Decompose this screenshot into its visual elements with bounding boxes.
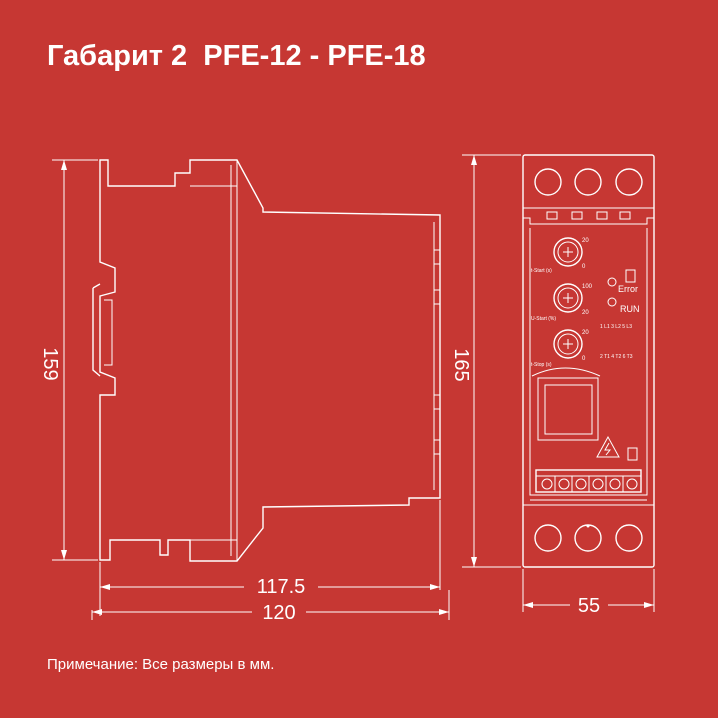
knob3-min-label: 0 — [582, 356, 586, 362]
footnote: Примечание: Все размеры в мм. — [47, 656, 275, 673]
dimension-165-label: 165 — [450, 348, 472, 381]
knob1-min-label: 0 — [582, 264, 586, 270]
error-led-icon — [607, 277, 617, 287]
page-title: Габарит 2 PFE-12 - PFE-18 — [47, 40, 426, 72]
run-led-icon — [607, 297, 617, 307]
front-view: 20 0 100 20 20 0 t-Start (s) U-Start (%)… — [450, 154, 655, 617]
dimension-159-label: 159 — [39, 347, 61, 380]
knob2-max-label: 100 — [582, 284, 593, 290]
knob-u-start — [553, 283, 583, 313]
terminal-block — [535, 469, 642, 493]
run-label: RUN — [620, 304, 640, 314]
knob1-max-label: 20 — [582, 238, 589, 244]
knob3-max-label: 20 — [582, 330, 589, 336]
t-start-label: t-Start (s) — [531, 268, 552, 274]
dimension-120-label: 120 — [262, 602, 295, 624]
knob-t-stop — [553, 329, 583, 359]
error-label: Error — [618, 284, 638, 294]
side-view: 159 117.5 120 — [39, 159, 450, 624]
high-voltage-warning-icon — [596, 435, 620, 458]
knob2-min-label: 20 — [582, 310, 589, 316]
dimension-55-label: 55 — [578, 595, 600, 617]
terminals-bottom-label: 2 T1 4 T2 6 T3 — [600, 354, 633, 360]
u-start-label: U-Start (%) — [531, 316, 556, 322]
terminals-top-label: 1 L1 3 L2 5 L3 — [600, 324, 632, 330]
t-stop-label: t-Stop (s) — [531, 362, 552, 368]
knob-t-start — [553, 237, 583, 267]
dimension-117-5-label: 117.5 — [257, 576, 306, 598]
